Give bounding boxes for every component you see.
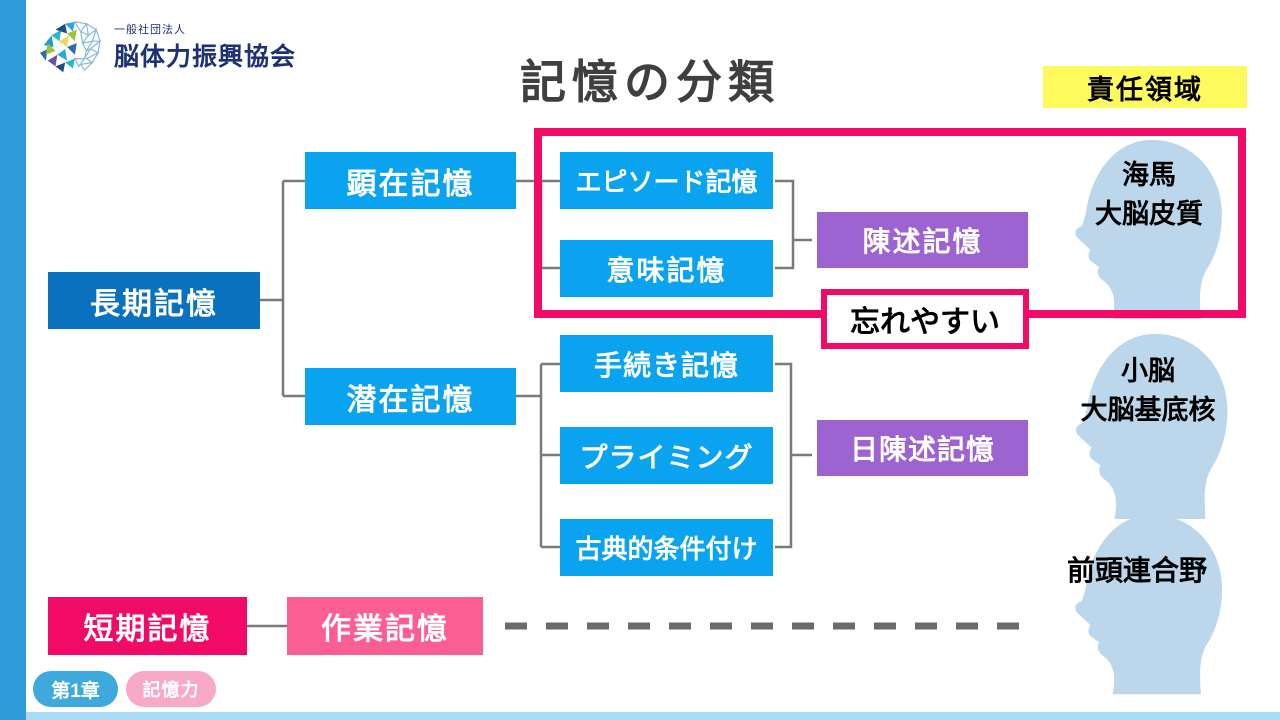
node-nondeclarative-memory: 日陳述記憶 [817, 420, 1028, 476]
head-silhouette-hippocampus [1075, 139, 1222, 319]
node-explicit-memory: 顕在記憶 [305, 152, 516, 209]
head-silhouette-cerebellum [1075, 333, 1228, 520]
region-label-hippocampus: 海馬 大脳皮質 [1095, 160, 1203, 229]
left-accent-bar [0, 0, 26, 720]
forget-note: 忘れやすい [821, 289, 1029, 349]
org-name-label: 脳体力振興協会 [114, 44, 297, 71]
bottom-accent-bar [26, 712, 1280, 720]
node-classical-conditioning: 古典的条件付け [560, 519, 773, 576]
legend-responsible-area: 責任領域 [1043, 66, 1247, 108]
chapter-badge: 第1章 [33, 671, 118, 707]
node-long-term-memory: 長期記憶 [48, 272, 260, 329]
head-silhouette-frontal [1075, 514, 1223, 695]
region-label-frontal: 前頭連合野 [1066, 555, 1207, 586]
org-type-label: 一般社団法人 [114, 24, 186, 36]
page-title: 記憶の分類 [520, 56, 780, 108]
node-priming: プライミング [560, 427, 773, 484]
region-label-cerebellum: 小脳 大脳基底核 [1080, 356, 1216, 425]
node-semantic-memory: 意味記憶 [560, 240, 773, 297]
node-episodic-memory: エピソード記憶 [560, 152, 773, 209]
org-logo: 一般社団法人 脳体力振興協会 [36, 16, 296, 78]
node-working-memory: 作業記憶 [287, 597, 483, 655]
node-short-term-memory: 短期記憶 [48, 597, 247, 655]
node-implicit-memory: 潜在記憶 [305, 368, 516, 425]
topic-badge: 記憶力 [126, 671, 216, 707]
node-procedural-memory: 手続き記憶 [560, 335, 773, 392]
node-declarative-memory: 陳述記憶 [817, 212, 1028, 268]
brain-mosaic-icon [39, 21, 101, 73]
